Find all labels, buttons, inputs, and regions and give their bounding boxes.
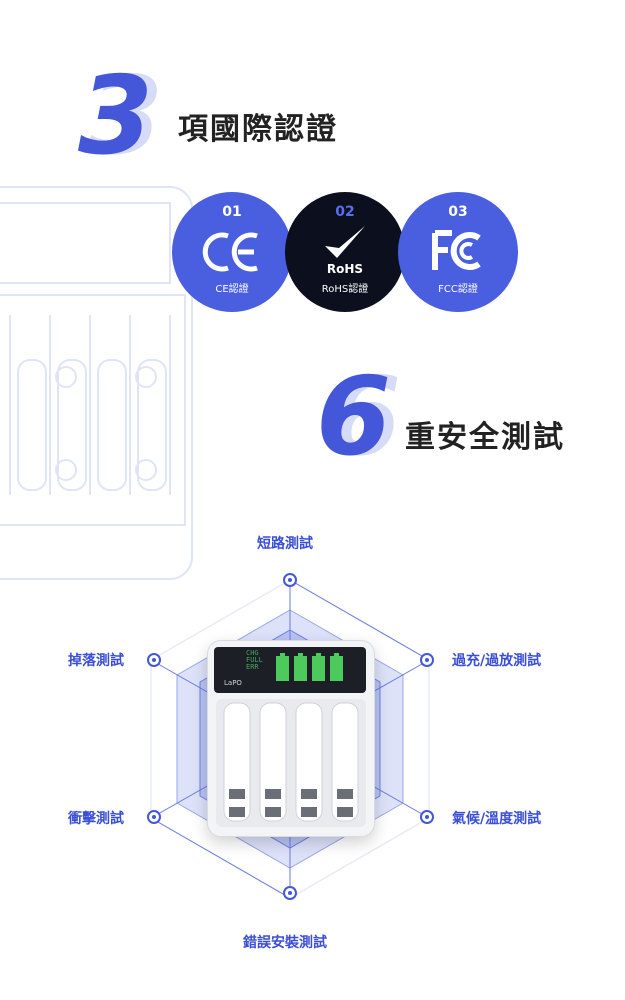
- cert-fcc: 03 FCC認證: [398, 192, 518, 312]
- cert-fcc-number: 03: [448, 204, 468, 220]
- display-err-label: ERR: [246, 663, 259, 671]
- cert-rohs-number: 02: [335, 204, 355, 220]
- marker-upper-left: [147, 653, 161, 667]
- battery-slots: [216, 699, 366, 827]
- cert-rohs: 02 RoHS RoHS認證: [285, 192, 405, 312]
- cert-number: 3 3: [78, 54, 173, 179]
- test-number-shadow: 6: [326, 355, 402, 480]
- marker-lower-right: [420, 810, 434, 824]
- test-title: 重安全測試: [405, 420, 565, 455]
- charger-display: CHG FULL ERR LaPO: [214, 647, 366, 693]
- test-number: 6 6: [316, 364, 406, 474]
- marker-bottom: [283, 886, 297, 900]
- test-label-upper-right: 過充/過放測試: [452, 653, 542, 669]
- cert-fcc-label: FCC認證: [438, 284, 478, 295]
- cert-ce-label: CE認證: [215, 284, 249, 295]
- cert-ce: 01 CE認證: [172, 192, 292, 312]
- background-charger-outline: [0, 186, 193, 580]
- rohs-mark-text: RoHS: [326, 262, 364, 276]
- test-label-bottom: 錯誤安裝測試: [243, 935, 327, 951]
- checkmark-icon: [325, 226, 365, 258]
- cert-rohs-label: RoHS認證: [321, 284, 369, 295]
- display-full-label: FULL: [246, 656, 263, 664]
- fc-mark-icon: [432, 230, 481, 270]
- display-status-labels: CHG FULL ERR: [246, 650, 263, 671]
- cert-ce-number: 01: [222, 204, 242, 220]
- battery-level-icon: [276, 653, 343, 681]
- test-label-lower-left: 衝擊測試: [68, 811, 124, 827]
- cert-number-shadow: 3: [88, 54, 164, 179]
- display-chg-label: CHG: [246, 649, 259, 657]
- ce-mark-icon: [202, 232, 258, 272]
- test-label-upper-left: 掉落測試: [68, 653, 124, 669]
- cert-title: 項國際認證: [178, 112, 338, 147]
- test-number-main: 6: [316, 355, 392, 480]
- test-label-top: 短路測試: [257, 536, 313, 552]
- marker-upper-right: [420, 653, 434, 667]
- charger-illustration: CHG FULL ERR LaPO: [207, 640, 375, 837]
- marker-lower-left: [147, 810, 161, 824]
- marker-top: [283, 573, 297, 587]
- test-label-lower-right: 氣候/溫度測試: [452, 811, 542, 827]
- cert-number-main: 3: [78, 54, 154, 179]
- brand-logo: LaPO: [224, 679, 242, 687]
